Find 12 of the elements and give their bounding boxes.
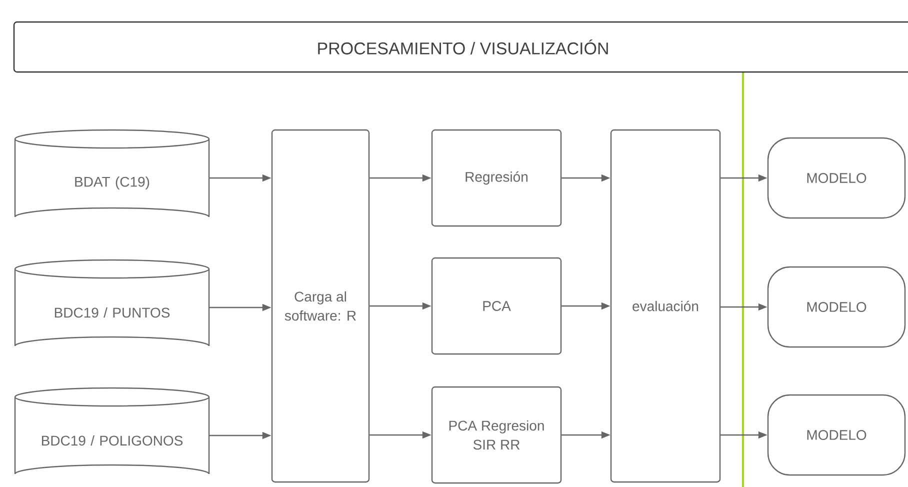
process-box: PCA Regresion SIR RR (431, 386, 562, 484)
database-cylinder: BDC19 / POLIGONOS (14, 387, 210, 475)
process-box: PCA (431, 257, 562, 355)
process-box: Carga al software: R (271, 129, 370, 483)
database-cylinder: BDAT (C19) (14, 129, 210, 218)
terminal-box: MODELO (767, 394, 906, 476)
process-box: evaluación (610, 129, 721, 483)
terminal-box: MODELO (767, 137, 906, 219)
process-box: Regresión (431, 129, 562, 227)
title-box: PROCESAMIENTO / VISUALIZACIÓN (13, 21, 908, 73)
terminal-box: MODELO (767, 266, 906, 348)
database-cylinder: BDC19 / PUNTOS (14, 259, 210, 347)
